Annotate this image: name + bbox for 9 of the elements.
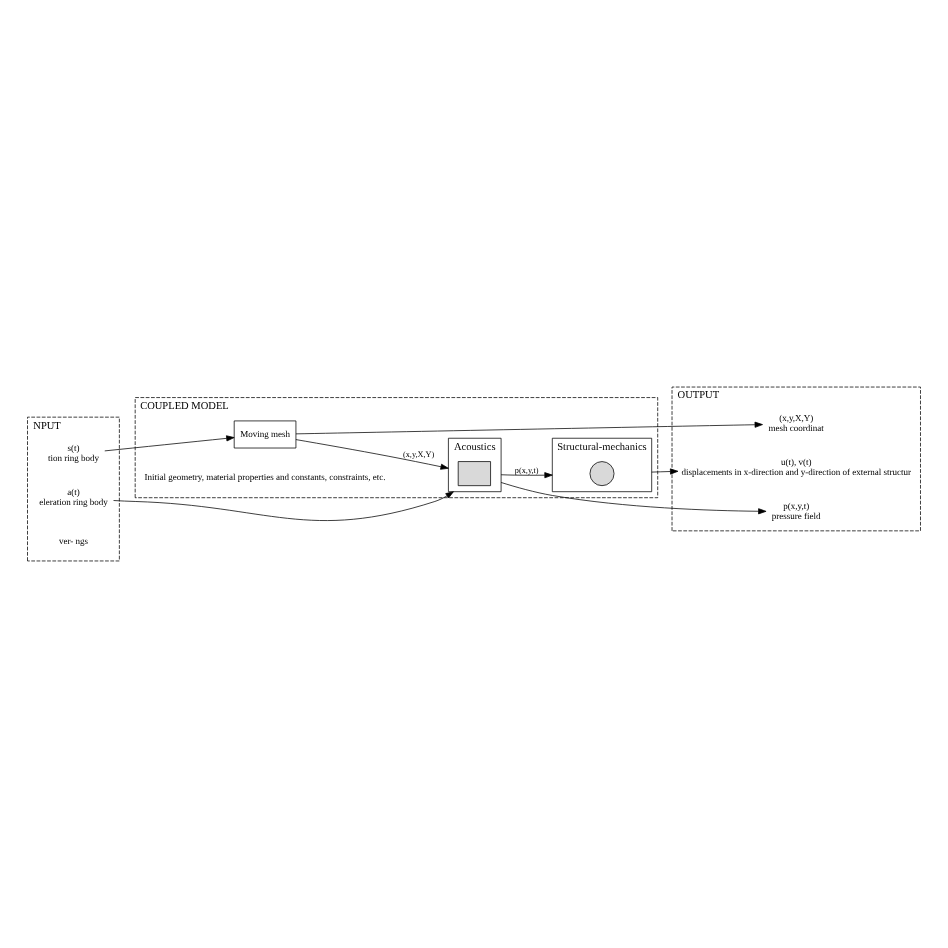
node-box	[457, 461, 491, 487]
arrow	[295, 439, 449, 470]
node-circle	[589, 461, 615, 487]
arrow	[500, 472, 553, 479]
arrow	[295, 421, 763, 435]
arrow	[500, 482, 767, 515]
arrow	[113, 491, 454, 521]
arrow	[651, 468, 679, 475]
arrow	[104, 435, 235, 452]
